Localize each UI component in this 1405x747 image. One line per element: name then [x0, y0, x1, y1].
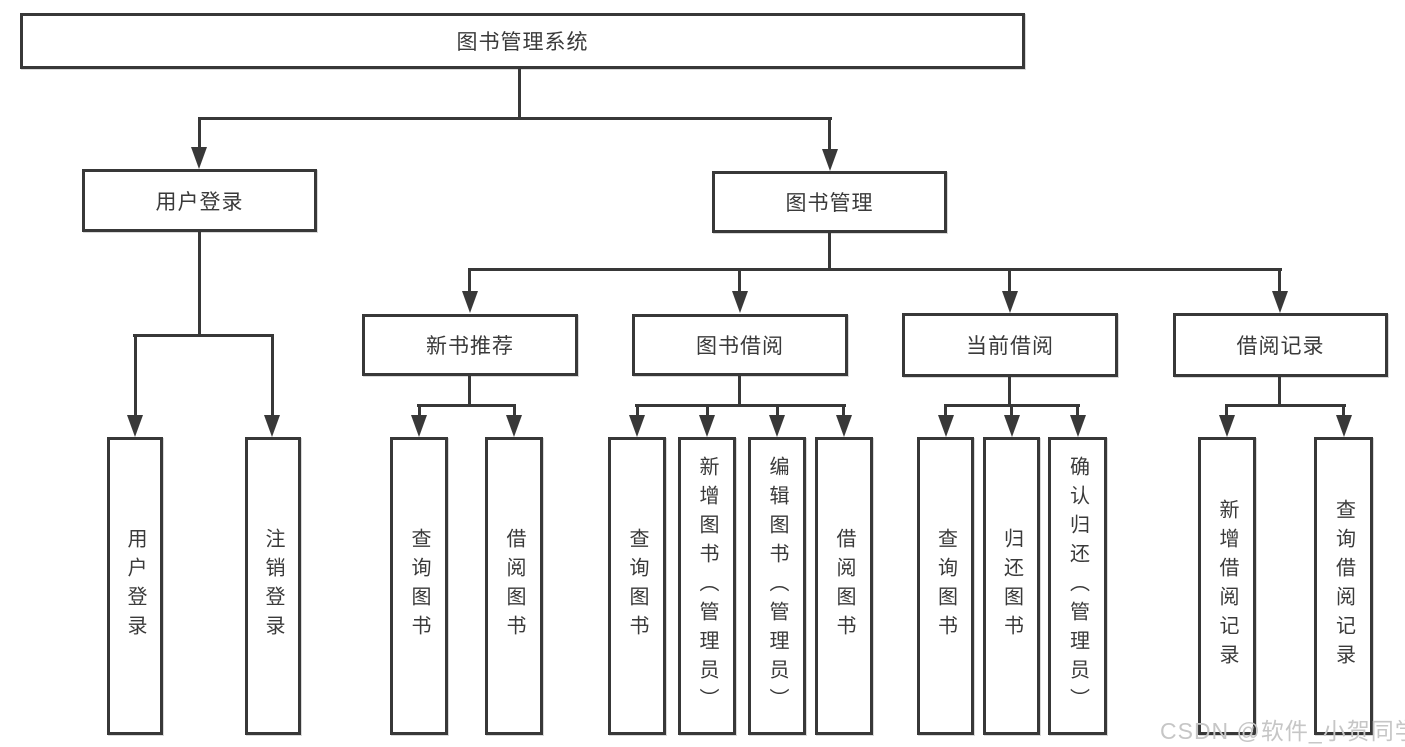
- leaf-borrow-add-books-admin: 新增图书（管理员）: [678, 437, 736, 735]
- leaf-newrec-query-books: 查询图书: [390, 437, 448, 735]
- connector-line: [1008, 377, 1011, 406]
- connector-line: [1278, 270, 1281, 291]
- connector-line: [518, 69, 521, 119]
- leaf-records-query-record: 查询借阅记录: [1314, 437, 1373, 735]
- connector-arrowhead: [264, 415, 280, 437]
- connector-arrowhead: [127, 415, 143, 437]
- leaf-borrow-query-books: 查询图书: [608, 437, 666, 735]
- leaf-borrow-edit-books-admin-label: 编辑图书（管理员）: [766, 455, 788, 717]
- connector-line: [1076, 406, 1079, 415]
- leaf-borrow-borrow-books: 借阅图书: [815, 437, 873, 735]
- connector-arrowhead: [836, 415, 852, 437]
- connector-line: [1278, 377, 1281, 406]
- leaf-borrow-borrow-books-label: 借阅图书: [833, 528, 855, 644]
- connector-line: [198, 232, 201, 336]
- connector-arrowhead: [191, 147, 207, 169]
- node-book-management: 图书管理: [712, 171, 947, 233]
- connector-arrowhead: [769, 415, 785, 437]
- connector-arrowhead: [1002, 291, 1018, 313]
- leaf-records-add-record-label: 新增借阅记录: [1216, 499, 1238, 673]
- leaf-current-return-books-label: 归还图书: [1000, 528, 1023, 644]
- connector-arrowhead: [506, 415, 522, 437]
- connector-line: [944, 404, 1080, 407]
- connector-arrowhead: [462, 291, 478, 313]
- leaf-current-confirm-return-admin: 确认归还（管理员）: [1048, 437, 1107, 735]
- connector-line: [828, 233, 831, 270]
- connector-arrowhead: [1272, 291, 1288, 313]
- connector-line: [513, 406, 516, 415]
- leaf-user-login: 用户登录: [107, 437, 163, 735]
- connector-line: [828, 119, 831, 149]
- leaf-logout: 注销登录: [245, 437, 301, 735]
- connector-line: [1010, 406, 1013, 415]
- leaf-current-confirm-return-admin-label: 确认归还（管理员）: [1066, 455, 1089, 717]
- leaf-current-query-books: 查询图书: [917, 437, 974, 735]
- leaf-current-query-books-label: 查询图书: [934, 528, 957, 644]
- connector-arrowhead: [1004, 415, 1020, 437]
- connector-line: [198, 117, 832, 120]
- leaf-logout-label: 注销登录: [262, 528, 284, 644]
- connector-line: [468, 376, 471, 406]
- connector-line: [468, 270, 471, 291]
- node-library-system: 图书管理系统: [20, 13, 1025, 69]
- connector-line: [738, 270, 741, 291]
- connector-arrowhead: [411, 415, 427, 437]
- connector-line: [842, 406, 845, 415]
- connector-line: [198, 119, 201, 147]
- node-new-book-recommend: 新书推荐: [362, 314, 578, 376]
- connector-line: [133, 334, 274, 337]
- connector-line: [468, 268, 1282, 271]
- connector-arrowhead: [938, 415, 954, 437]
- leaf-newrec-query-books-label: 查询图书: [408, 528, 430, 644]
- leaf-borrow-edit-books-admin: 编辑图书（管理员）: [748, 437, 806, 735]
- node-borrow-records: 借阅记录: [1173, 313, 1388, 377]
- leaf-user-login-label: 用户登录: [124, 528, 146, 644]
- connector-line: [417, 404, 516, 407]
- connector-line: [636, 406, 639, 415]
- connector-line: [944, 406, 947, 415]
- connector-line: [706, 406, 709, 415]
- connector-arrowhead: [1336, 415, 1352, 437]
- connector-arrowhead: [822, 149, 838, 171]
- leaf-borrow-query-books-label: 查询图书: [626, 528, 648, 644]
- leaf-borrow-add-books-admin-label: 新增图书（管理员）: [696, 455, 718, 717]
- connector-arrowhead: [1219, 415, 1235, 437]
- node-book-borrow: 图书借阅: [632, 314, 848, 376]
- node-user-login: 用户登录: [82, 169, 317, 232]
- node-current-borrow: 当前借阅: [902, 313, 1118, 377]
- leaf-current-return-books: 归还图书: [983, 437, 1040, 735]
- connector-line: [635, 404, 846, 407]
- connector-line: [271, 336, 274, 415]
- connector-arrowhead: [732, 291, 748, 313]
- connector-line: [1225, 406, 1228, 415]
- connector-line: [1225, 404, 1346, 407]
- connector-line: [1008, 270, 1011, 291]
- connector-arrowhead: [699, 415, 715, 437]
- connector-line: [134, 336, 137, 415]
- connector-arrowhead: [629, 415, 645, 437]
- leaf-records-query-record-label: 查询借阅记录: [1332, 499, 1355, 673]
- connector-line: [776, 406, 779, 415]
- connector-line: [1342, 406, 1345, 415]
- connector-line: [418, 406, 421, 415]
- leaf-newrec-borrow-books: 借阅图书: [485, 437, 543, 735]
- leaf-records-add-record: 新增借阅记录: [1198, 437, 1256, 735]
- connector-line: [738, 376, 741, 406]
- csdn-watermark: CSDN @软件_小贺同学: [1160, 718, 1405, 744]
- connector-arrowhead: [1070, 415, 1086, 437]
- leaf-newrec-borrow-books-label: 借阅图书: [503, 528, 525, 644]
